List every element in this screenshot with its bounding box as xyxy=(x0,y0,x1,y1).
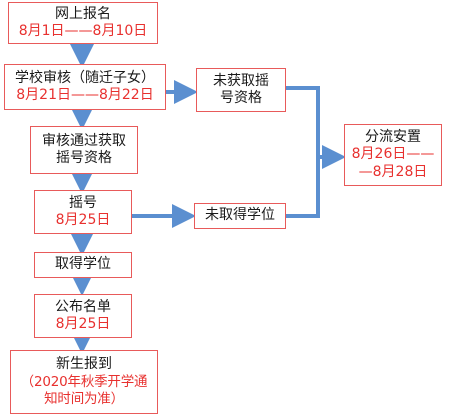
new-student-report-note-line1: （2020年秋季开学通 xyxy=(20,373,148,390)
register-date: 8月1日——8月10日 xyxy=(18,23,148,39)
school-review-box: 学校审核（随迁子女） 8月21日——8月22日 xyxy=(4,64,166,110)
new-student-report-note-line2: 知时间为准） xyxy=(44,390,124,407)
no-qualification-line1: 未获取摇 xyxy=(213,72,269,89)
divert-box: 分流安置 8月26日—— —8月28日 xyxy=(344,124,442,186)
publish-list-box: 公布名单 8月25日 xyxy=(34,294,132,338)
no-qualification-box: 未获取摇 号资格 xyxy=(196,68,286,112)
no-place-box: 未取得学位 xyxy=(194,203,286,229)
register-title: 网上报名 xyxy=(55,5,111,22)
school-review-date: 8月21日——8月22日 xyxy=(16,87,154,103)
register-box: 网上报名 8月1日——8月10日 xyxy=(8,2,158,44)
pass-review-box: 审核通过获取 摇号资格 xyxy=(30,126,138,174)
new-student-report-title: 新生报到 xyxy=(56,356,112,373)
publish-list-title: 公布名单 xyxy=(55,298,111,315)
lottery-title: 摇号 xyxy=(69,194,97,211)
get-place-box: 取得学位 xyxy=(34,252,132,278)
connector-noqual-to-divert xyxy=(286,86,320,157)
no-qualification-line2: 号资格 xyxy=(220,90,262,106)
divert-title: 分流安置 xyxy=(365,128,421,145)
pass-review-line1: 审核通过获取 xyxy=(42,132,126,149)
pass-review-line2: 摇号资格 xyxy=(56,150,112,166)
lottery-date: 8月25日 xyxy=(55,212,111,228)
get-place-title: 取得学位 xyxy=(55,256,111,273)
divert-date-line2: —8月28日 xyxy=(358,163,428,180)
publish-list-date: 8月25日 xyxy=(55,316,111,332)
divert-date-line1: 8月26日—— xyxy=(351,146,435,163)
connector-noplace-to-divert xyxy=(286,157,320,218)
no-place-title: 未取得学位 xyxy=(205,207,275,224)
school-review-title: 学校审核（随迁子女） xyxy=(15,69,155,86)
new-student-report-box: 新生报到 （2020年秋季开学通 知时间为准） xyxy=(10,350,158,414)
lottery-box: 摇号 8月25日 xyxy=(34,190,132,234)
